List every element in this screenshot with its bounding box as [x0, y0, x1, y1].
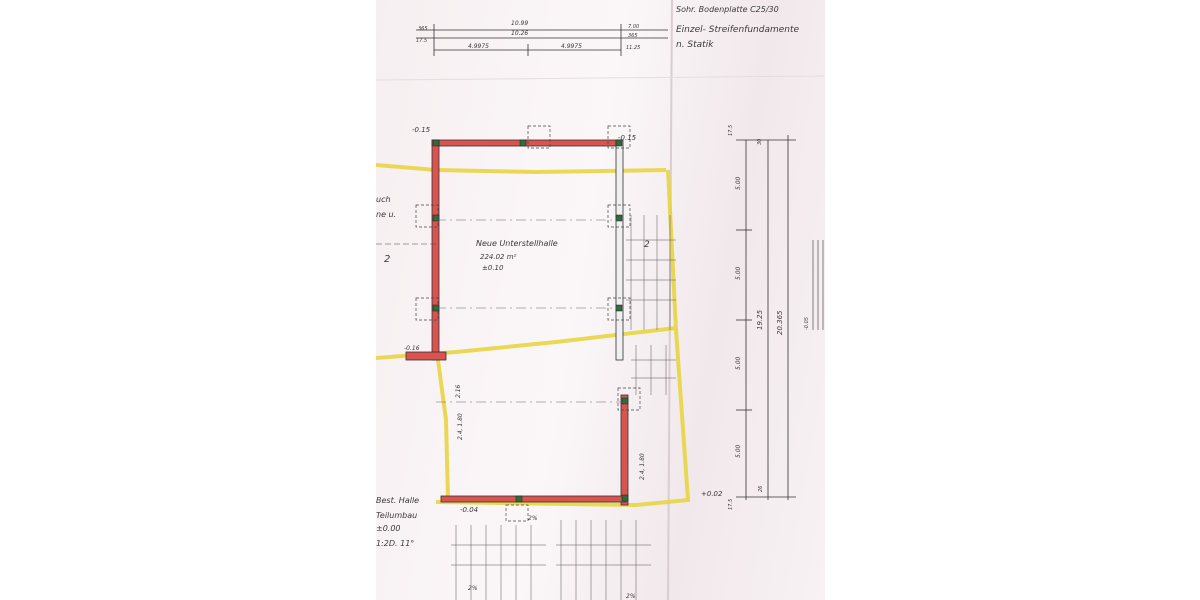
dim-right-b: 365: [628, 33, 638, 39]
slope-label: 2%: [626, 593, 636, 600]
dim-overall-upper: 10.99: [511, 20, 528, 27]
wall-connector: [405, 351, 447, 361]
level-top-right: -0.15: [618, 134, 637, 142]
level-bottom-center: -0.04: [460, 506, 478, 514]
slope-label: 2%: [528, 515, 538, 522]
dim-seg3: 5.00: [735, 356, 742, 370]
column: [615, 214, 623, 222]
column: [615, 139, 623, 147]
floor-plan-drawing: Sohr. Bodenplatte C25/30 Einzel- Streife…: [376, 0, 825, 600]
wall-left: [431, 139, 440, 361]
dim-seg1: 5.00: [735, 176, 742, 190]
dim-total-inner: 19.25: [756, 309, 764, 330]
note-foundations: Einzel- Streifenfundamente: [676, 25, 799, 35]
existing-hall-level: ±0.00: [376, 524, 401, 533]
left-text-fragment: uch: [376, 195, 391, 204]
dim-right-c: 11.25: [626, 45, 640, 51]
level-bottom-right: +0.02: [701, 490, 723, 498]
foundation-outlines: [415, 125, 641, 522]
dim-wall-right: 2.4, 1.80: [639, 453, 646, 480]
hall-level: ±0.10: [482, 264, 504, 272]
level-right-small: -0.05: [804, 317, 810, 330]
dim-wall-left: 2.4, 1.80: [457, 413, 464, 440]
note-slab: Sohr. Bodenplatte C25/30: [676, 5, 779, 14]
paving-hatch: [451, 215, 676, 600]
dim-top-small: 30: [757, 139, 763, 145]
level-top-left: -0.15: [412, 126, 431, 134]
grid-axes: [436, 219, 624, 403]
wall-right-lower: [620, 394, 629, 506]
existing-hall-conversion: Teilumbau: [376, 511, 417, 520]
existing-hall-roof: 1:2D. 11°: [376, 539, 414, 548]
dim-wall-small: 2.16: [455, 384, 462, 398]
dim-bottom-small: 26: [758, 486, 764, 492]
dim-right-a: 7.00: [628, 24, 639, 30]
plan-sheet: Sohr. Bodenplatte C25/30 Einzel- Streife…: [376, 0, 825, 600]
section-mark-left: 2: [384, 254, 390, 265]
dim-half-left: 4.9975: [468, 43, 489, 50]
top-dimension-chain: [416, 24, 668, 56]
note-statics: n. Statik: [676, 40, 714, 50]
wall-right-upper: [615, 139, 624, 361]
column: [432, 214, 440, 222]
level-mid-left: -0.16: [404, 345, 420, 352]
column: [621, 397, 629, 405]
existing-hall-label: Best. Halle: [376, 496, 419, 505]
hall-name: Neue Unterstellhalle: [476, 239, 558, 248]
dim-half-right: 4.9975: [561, 43, 582, 50]
edge-detail: [812, 240, 824, 330]
column: [519, 139, 527, 147]
dim-left-a: 365: [418, 26, 428, 32]
dim-overall-lower: 10.26: [511, 30, 528, 37]
column: [432, 139, 440, 147]
left-text-fragment: ne u.: [376, 210, 396, 219]
slope-label: 2%: [468, 585, 478, 592]
dim-seg2: 5.00: [735, 266, 742, 280]
dim-edge-bottom: 17.5: [728, 499, 734, 510]
right-dimension-chain: [736, 135, 796, 500]
section-mark-right: 2: [644, 240, 650, 250]
hall-area: 224.02 m²: [480, 253, 517, 261]
dim-edge-top: 17.5: [728, 125, 734, 136]
column: [621, 494, 629, 502]
hall-walls: [405, 139, 629, 506]
dim-total-outer: 20.365: [776, 310, 784, 335]
column: [515, 495, 523, 503]
dim-seg4: 5.00: [735, 444, 742, 458]
wall-bottom: [440, 495, 627, 503]
columns: [432, 139, 629, 503]
wall-top: [431, 139, 623, 147]
dim-left-b: 17.5: [416, 38, 427, 44]
paper-fold-line: [376, 75, 825, 81]
